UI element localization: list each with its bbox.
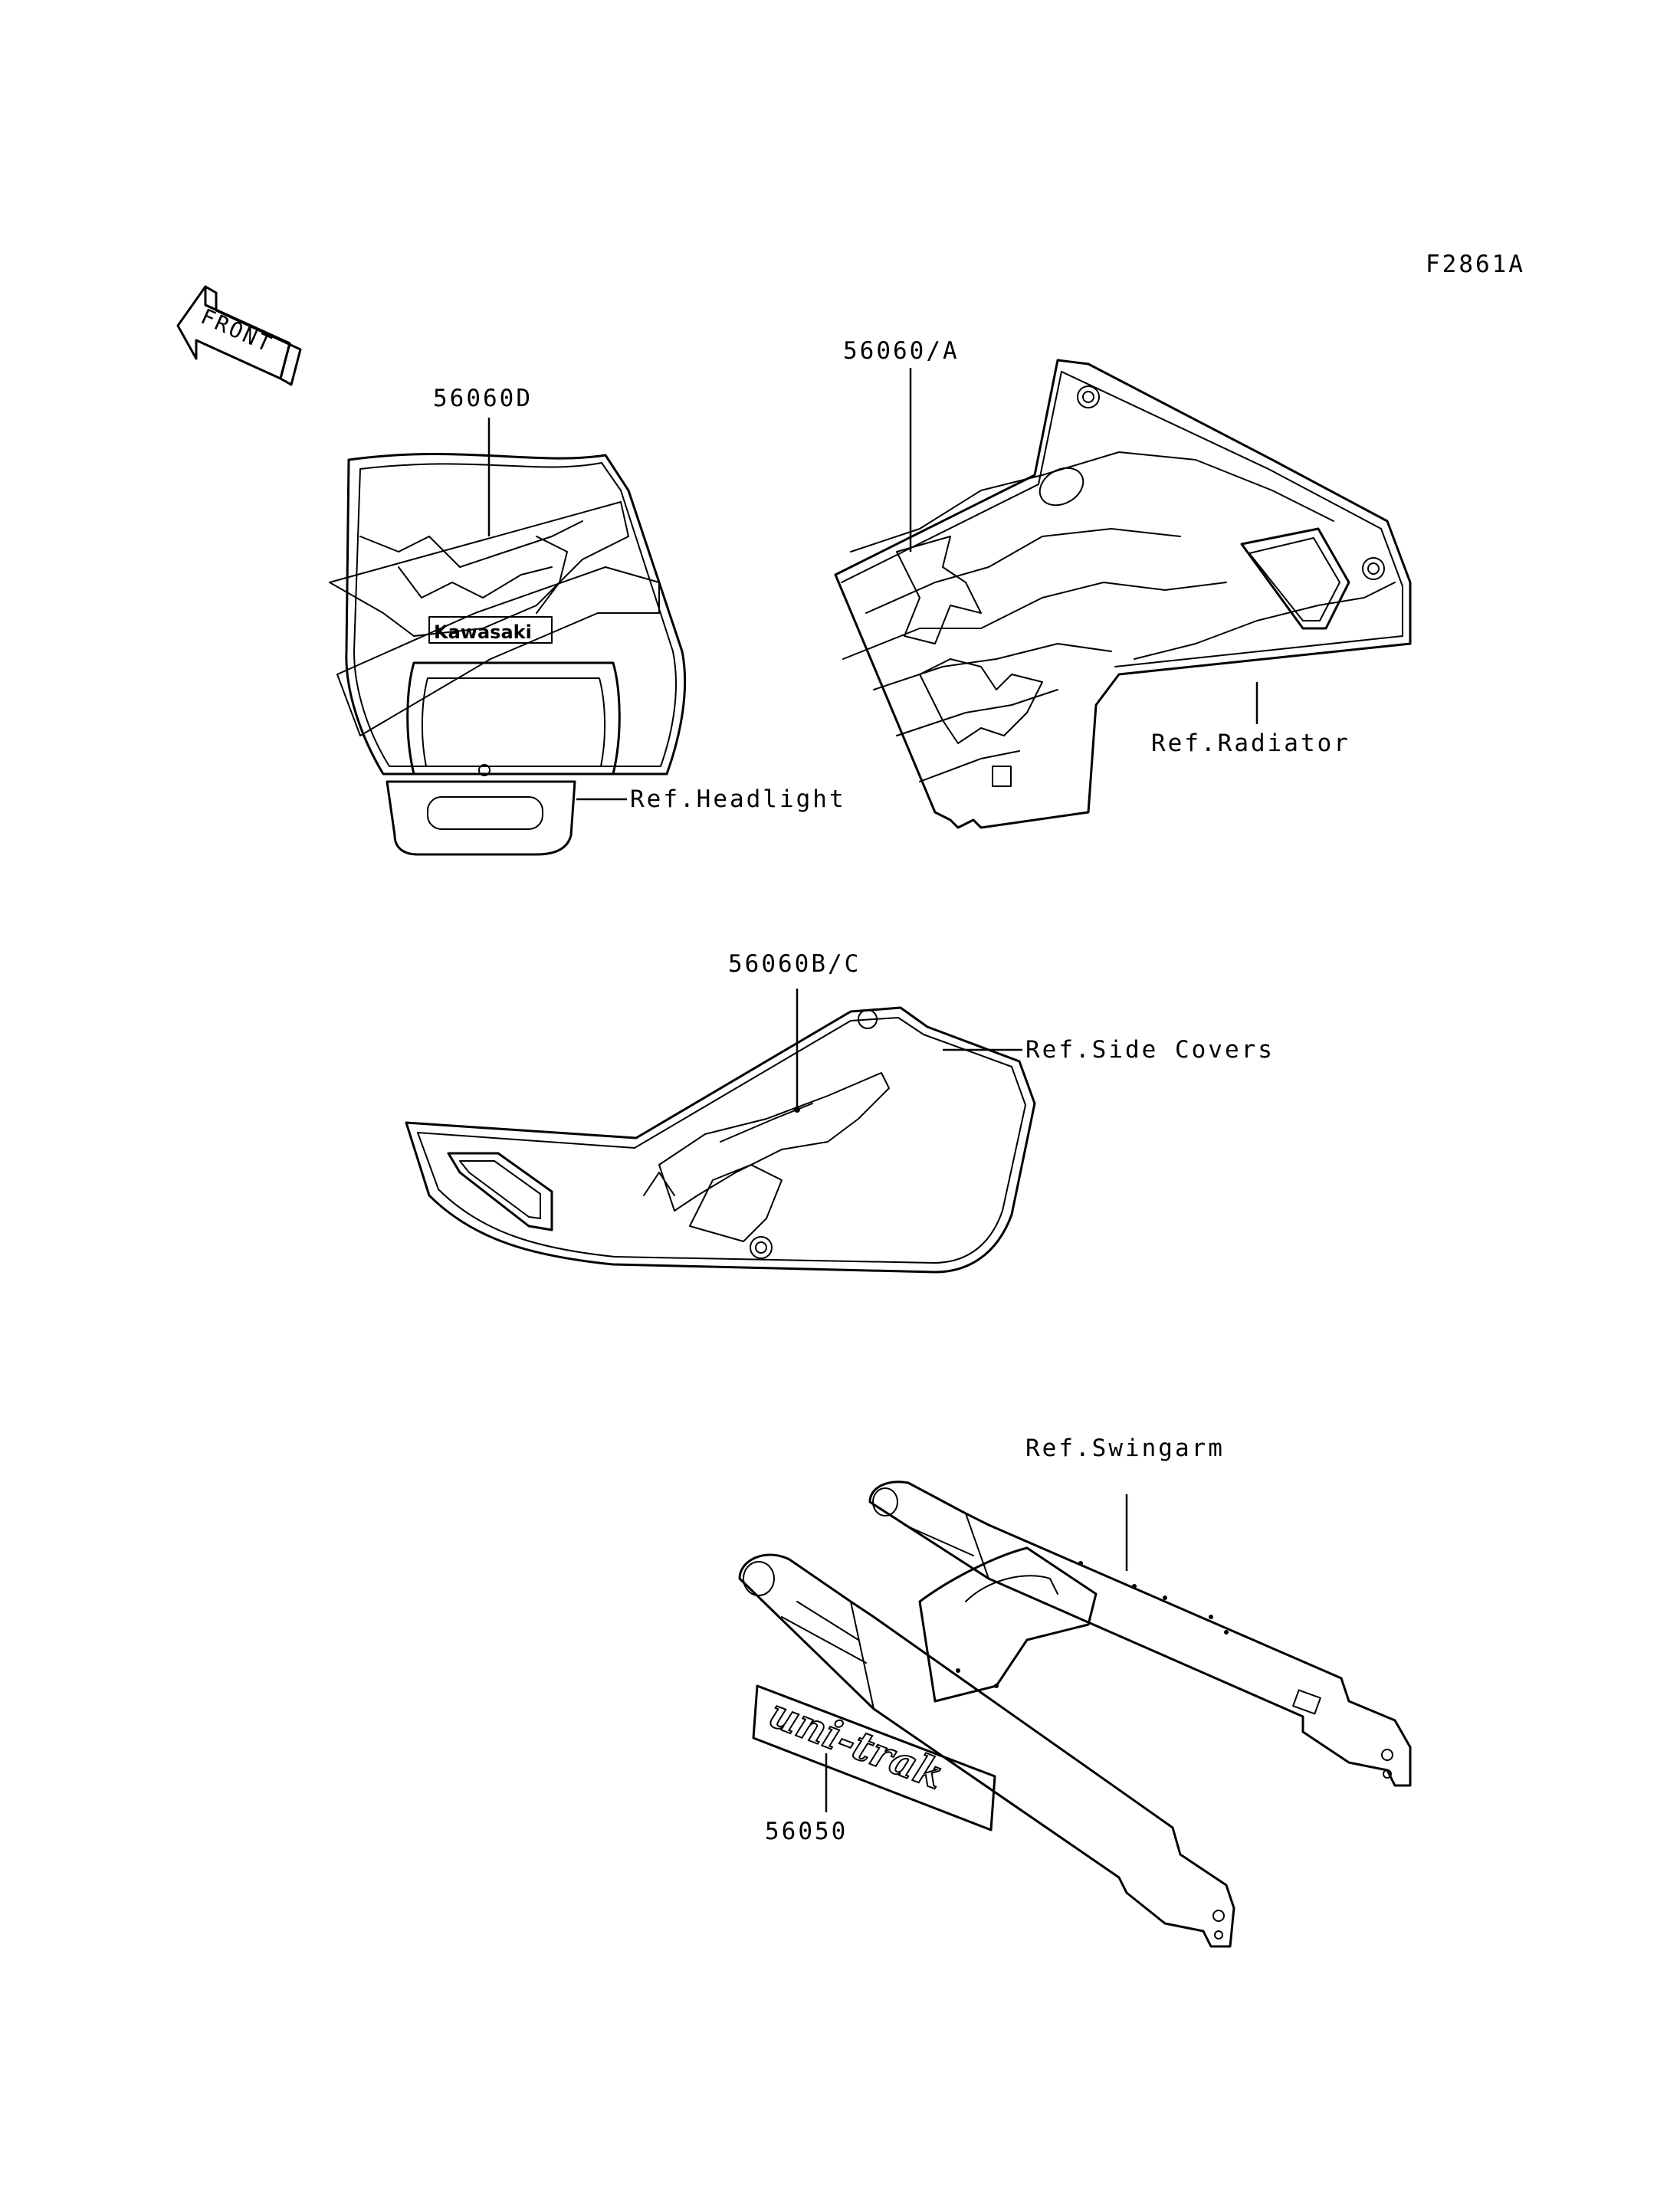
unitrak-decal-text: uni-trak [763,1690,950,1799]
kawasaki-decal-text: Kawasaki [434,621,532,643]
figure-id: F2861A [1426,251,1525,278]
swingarm [738,1481,1412,1948]
swingarm-ref-label: Ref.Swingarm [1025,1435,1225,1462]
radiator-shroud [834,359,1412,829]
headlight-ref-label: Ref.Headlight [630,785,846,813]
radiator-ref-label: Ref.Radiator [1151,730,1350,757]
headlight-part-label: 56060D [433,385,533,412]
front-arrow-icon: FRONT [176,285,302,386]
sidecover-part-label: 56060B/C [728,950,861,978]
sidecover-ref-label: Ref.Side Covers [1025,1036,1275,1064]
headlight-number-plate: Kawasaki [329,453,687,856]
radiator-part-label: 56060/A [843,337,960,365]
swingarm-part-label: 56050 [765,1818,848,1845]
front-arrow-label: FRONT [197,303,277,358]
side-cover [405,1006,1036,1274]
